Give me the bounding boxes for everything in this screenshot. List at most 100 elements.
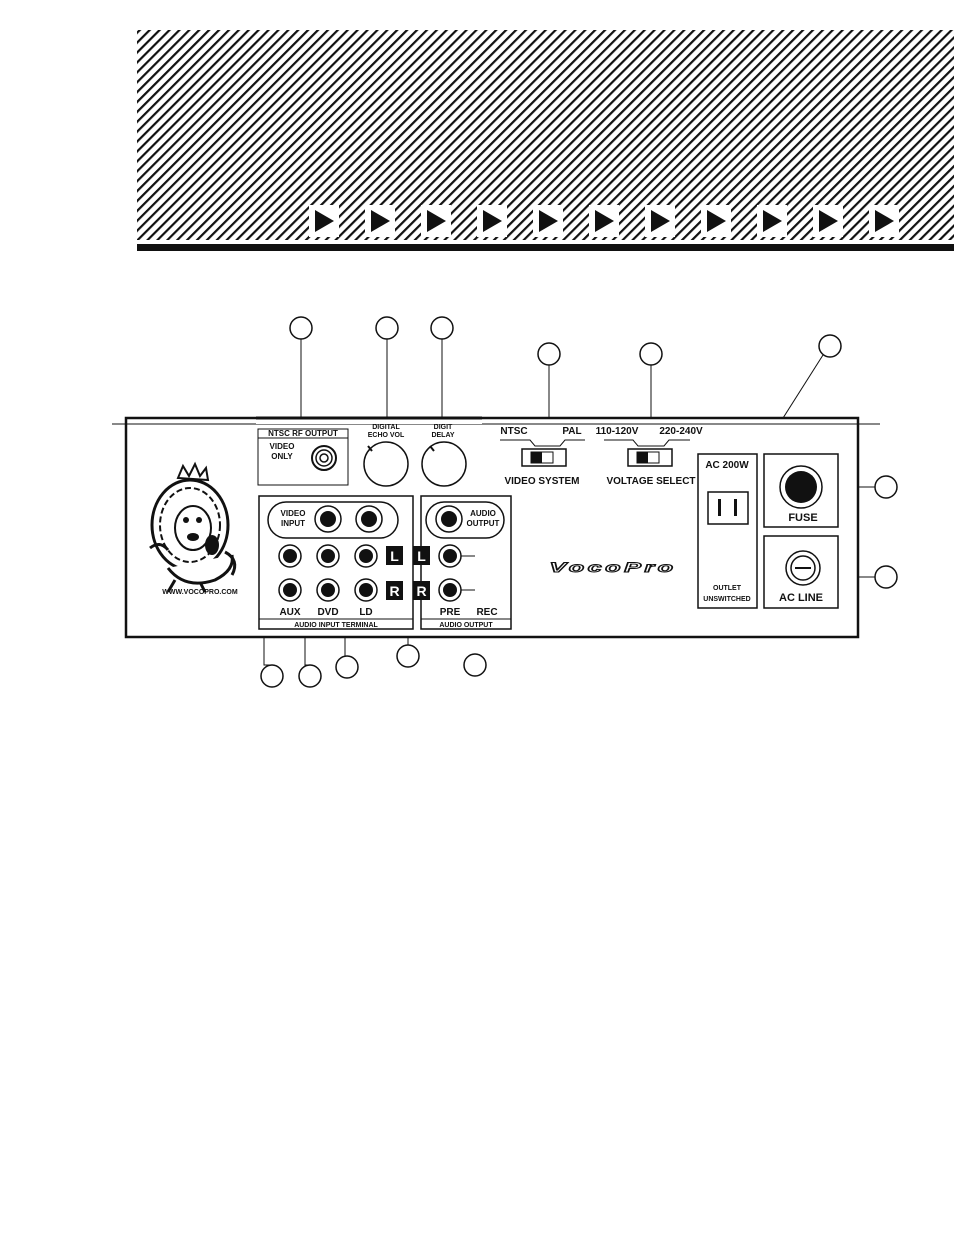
callout-circle xyxy=(260,664,284,688)
arrow-icon xyxy=(539,210,558,232)
arrow-icon xyxy=(371,210,390,232)
rec-label: REC xyxy=(476,607,497,618)
aux-right-jack[interactable] xyxy=(278,578,302,602)
video-system-section: NTSC PAL VIDEO SYSTEM xyxy=(500,426,585,487)
callout-circle xyxy=(335,655,359,679)
audio-input-section: AUDIO INPUT TERMINAL VIDEO INPUT L R A xyxy=(258,495,414,630)
ld-label: LD xyxy=(359,607,372,618)
callouts-bottom xyxy=(260,644,487,688)
audio-output-section: AUDIO OUTPUT AUDIO OUTPUT L R PRE REC xyxy=(413,495,512,630)
audio-input-terminal-label: AUDIO INPUT TERMINAL xyxy=(294,622,378,629)
left-channel-badge xyxy=(413,546,430,565)
website-text: WWW.VOCOPRO.COM xyxy=(162,589,238,596)
video-input-jack-1[interactable] xyxy=(314,505,342,533)
right-channel-label: R xyxy=(389,583,399,599)
fuse-holder[interactable] xyxy=(779,465,823,509)
delay-section: DIGIT DELAY xyxy=(421,424,467,487)
delay-label-2: DELAY xyxy=(431,432,454,439)
right-channel-badge xyxy=(413,581,430,600)
callout-circle xyxy=(463,653,487,677)
callout-circle xyxy=(639,342,663,366)
voltage-select-switch[interactable] xyxy=(627,448,673,467)
panel-gap xyxy=(256,418,482,424)
echo-vol-section: DIGITAL ECHO VOL xyxy=(363,424,409,487)
audio-output-footer-label: AUDIO OUTPUT xyxy=(439,622,493,629)
vocopro-brand-logo: VocoPro xyxy=(549,561,676,576)
video-input-label-1: VIDEO xyxy=(281,509,306,518)
rf-output-jack[interactable] xyxy=(311,445,337,471)
audio-output-label-2: OUTPUT xyxy=(467,519,500,528)
video-input-jack-2[interactable] xyxy=(355,505,383,533)
echo-vol-label-1: DIGITAL xyxy=(372,424,400,431)
callout-circle xyxy=(874,565,898,589)
aux-label: AUX xyxy=(279,607,300,618)
video-input-group xyxy=(267,501,399,539)
left-channel-label: L xyxy=(417,548,426,564)
callout-circle xyxy=(430,316,454,340)
dvd-left-jack[interactable] xyxy=(316,544,340,568)
left-channel-label: L xyxy=(390,548,399,564)
aux-left-jack[interactable] xyxy=(278,544,302,568)
echo-vol-knob[interactable] xyxy=(363,441,409,487)
rf-video-label: VIDEO xyxy=(270,442,295,451)
callout-circle xyxy=(874,475,898,499)
ac-line-box xyxy=(763,535,839,609)
arrow-icon xyxy=(875,210,894,232)
callout-circle xyxy=(289,316,313,340)
pre-left-jack[interactable] xyxy=(438,544,462,568)
ac-200w-label: AC 200W xyxy=(705,460,749,471)
ac-line-section: AC LINE xyxy=(763,535,839,609)
arrow-icon xyxy=(763,210,782,232)
callout-circle xyxy=(818,334,842,358)
arrow-icon xyxy=(315,210,334,232)
dvd-right-jack[interactable] xyxy=(316,578,340,602)
ac-line-label: AC LINE xyxy=(779,592,823,604)
arrow-icon xyxy=(595,210,614,232)
callout-circle xyxy=(537,342,561,366)
callout-circle xyxy=(375,316,399,340)
ld-left-jack[interactable] xyxy=(354,544,378,568)
audio-output-jack[interactable] xyxy=(435,505,463,533)
arrow-icon xyxy=(483,210,502,232)
rf-output-section: NTSC RF OUTPUT VIDEO ONLY xyxy=(257,428,349,486)
video-input-label-2: INPUT xyxy=(281,519,305,528)
arrow-icon xyxy=(707,210,726,232)
fuse-section: FUSE xyxy=(763,453,839,528)
video-system-switch[interactable] xyxy=(521,448,567,467)
arrow-icon xyxy=(651,210,670,232)
pal-label: PAL xyxy=(562,426,581,437)
callouts-top xyxy=(289,316,898,589)
fuse-label: FUSE xyxy=(788,512,817,524)
right-channel-badge xyxy=(386,581,403,600)
ac-outlet-box xyxy=(697,453,758,609)
arrow-row xyxy=(309,205,899,237)
unswitched-label: UNSWITCHED xyxy=(703,596,750,603)
ac-outlet-socket[interactable] xyxy=(707,491,749,525)
left-channel-badge xyxy=(386,546,403,565)
voltage-select-section: 110-120V 220-240V VOLTAGE SELECT xyxy=(596,426,703,487)
arrow-icon xyxy=(819,210,838,232)
v110-label: 110-120V xyxy=(596,426,639,437)
ac-line-inlet[interactable] xyxy=(785,550,821,586)
voltage-select-label: VOLTAGE SELECT xyxy=(606,476,695,487)
rear-panel: WWW.VOCOPRO.COM NTSC RF OUTPUT VIDEO ONL… xyxy=(112,416,880,639)
dvd-label: DVD xyxy=(317,607,338,618)
delay-label-1: DIGIT xyxy=(434,424,453,431)
callout-circle xyxy=(298,664,322,688)
header-rule xyxy=(137,244,954,251)
pre-label: PRE xyxy=(440,607,461,618)
rf-output-box xyxy=(257,428,349,486)
callout-circle xyxy=(396,644,420,668)
ac-outlet-section: AC 200W OUTLET UNSWITCHED xyxy=(697,453,758,609)
pre-right-jack[interactable] xyxy=(438,578,462,602)
ld-right-jack[interactable] xyxy=(354,578,378,602)
rf-only-label: ONLY xyxy=(271,452,293,461)
lion-mascot-logo: WWW.VOCOPRO.COM xyxy=(149,461,238,596)
echo-vol-label-2: ECHO VOL xyxy=(368,432,405,439)
ntsc-label: NTSC xyxy=(500,426,527,437)
arrow-icon xyxy=(427,210,446,232)
fuse-box xyxy=(763,453,839,528)
delay-knob[interactable] xyxy=(421,441,467,487)
outlet-label: OUTLET xyxy=(713,585,742,592)
